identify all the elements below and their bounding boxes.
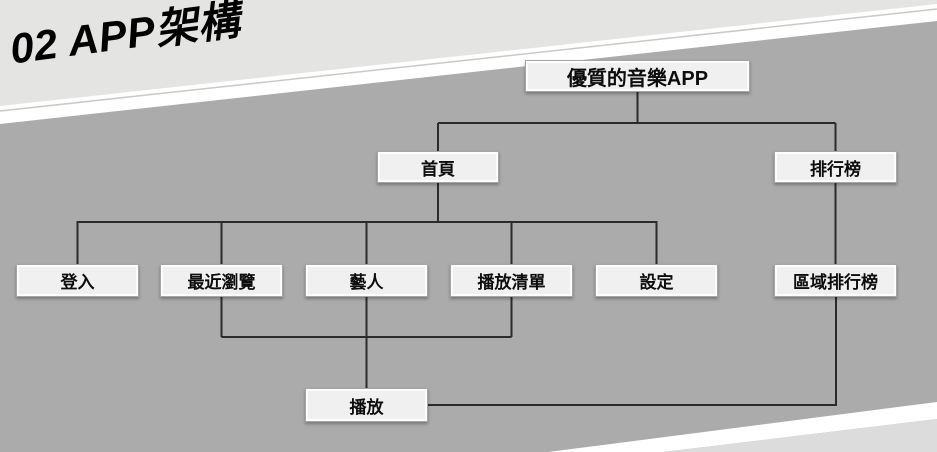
node-label: 播放清單 <box>477 273 546 292</box>
top-band <box>0 0 937 106</box>
node-label: 最近瀏覽 <box>187 273 256 292</box>
bottom-corner <box>663 419 937 452</box>
node-label: 優質的音樂APP <box>566 67 709 90</box>
node-label: 播放 <box>349 397 384 417</box>
node-label: 藝人 <box>349 273 384 292</box>
node-recently-viewed: 最近瀏覽 <box>160 264 283 297</box>
node-artists: 藝人 <box>305 264 428 297</box>
node-home: 首頁 <box>377 151 499 183</box>
node-label: 首頁 <box>421 159 455 179</box>
node-playlist: 播放清單 <box>450 264 573 297</box>
node-rankings: 排行榜 <box>774 151 897 183</box>
node-regional-rankings: 區域排行榜 <box>774 264 897 297</box>
node-settings: 設定 <box>595 264 718 297</box>
connector-lines <box>76 92 837 406</box>
bottom-white-stripe <box>548 402 937 452</box>
node-label: 排行榜 <box>810 159 861 179</box>
node-music-app-root: 優質的音樂APP <box>525 60 750 92</box>
node-label: 區域排行榜 <box>793 273 878 292</box>
node-label: 設定 <box>639 273 674 292</box>
node-play: 播放 <box>305 388 428 422</box>
node-label: 登入 <box>60 273 95 292</box>
top-stripe-fold-line <box>0 8 937 112</box>
node-login: 登入 <box>16 264 139 297</box>
